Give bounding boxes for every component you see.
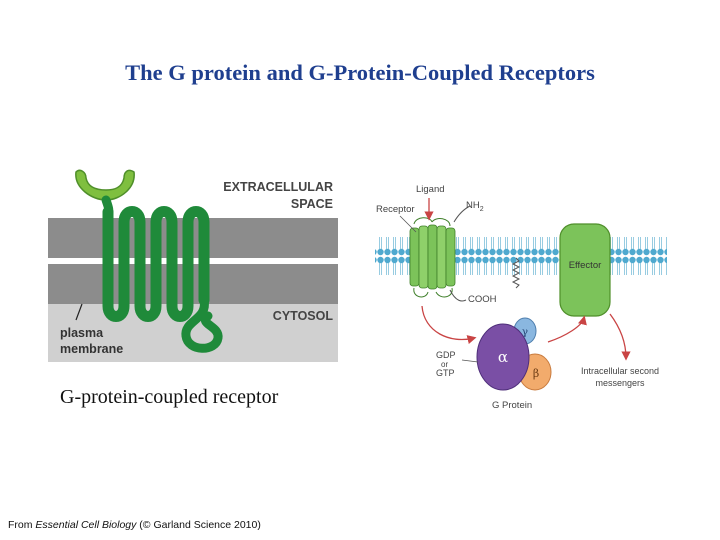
source-credit: From Essential Cell Biology (© Garland S…	[8, 519, 261, 531]
slide-title: The G protein and G-Protein-Coupled Rece…	[125, 60, 595, 85]
c-terminus-chain	[449, 289, 467, 302]
gdp-pointer	[461, 359, 479, 363]
gprotein-to-effector-arrow	[547, 315, 587, 343]
n-terminus-chain	[453, 205, 471, 223]
figure-caption: G-protein-coupled receptor	[60, 386, 279, 408]
messengers-label-line2: messengers	[595, 378, 645, 388]
plasma-membrane-label-line2: membrane	[60, 342, 123, 356]
effector-to-messengers-arrow	[609, 313, 631, 361]
g-protein-signaling-figure: Ligand Receptor NH2 COOH Effector γ α β …	[375, 184, 667, 411]
receptor-label: Receptor	[376, 204, 415, 215]
gdp-label: GDP	[436, 350, 456, 360]
cooh-label: COOH	[468, 294, 497, 305]
book-title: Essential Cell Biology	[35, 519, 137, 531]
effector-label: Effector	[569, 260, 602, 271]
plasma-membrane-label-line1: plasma	[60, 326, 104, 340]
alpha-subunit	[476, 323, 530, 391]
alpha-label: α	[498, 348, 508, 366]
cytosol-label: CYTOSOL	[273, 309, 334, 323]
receptor-pointer	[399, 215, 417, 233]
cytosol-background	[48, 303, 338, 362]
plasma-membrane-pointer	[75, 303, 83, 321]
receptor-c-terminus-tail	[181, 295, 223, 353]
anchor-squiggle	[511, 257, 521, 289]
receptor-barrel	[409, 217, 456, 298]
extracellular-label-line1: EXTRACELLULAR	[223, 180, 333, 194]
messengers-label-line1: Intracellular second	[581, 366, 659, 376]
gamma-label: γ	[522, 327, 528, 338]
or-label: or	[441, 360, 448, 369]
beta-label: β	[533, 367, 539, 380]
gpcr-membrane-figure: EXTRACELLULAR SPACE CYTOSOL plasma membr…	[48, 160, 338, 362]
ligand-label: Ligand	[416, 184, 445, 195]
gtp-label: GTP	[436, 368, 455, 378]
receptor-to-gprotein-arrow	[421, 305, 477, 344]
g-protein-label: G Protein	[492, 400, 532, 411]
nh2-label: NH2	[466, 200, 484, 213]
receptor-transmembrane-helices	[102, 206, 210, 322]
extracellular-label-line2: SPACE	[291, 197, 333, 211]
